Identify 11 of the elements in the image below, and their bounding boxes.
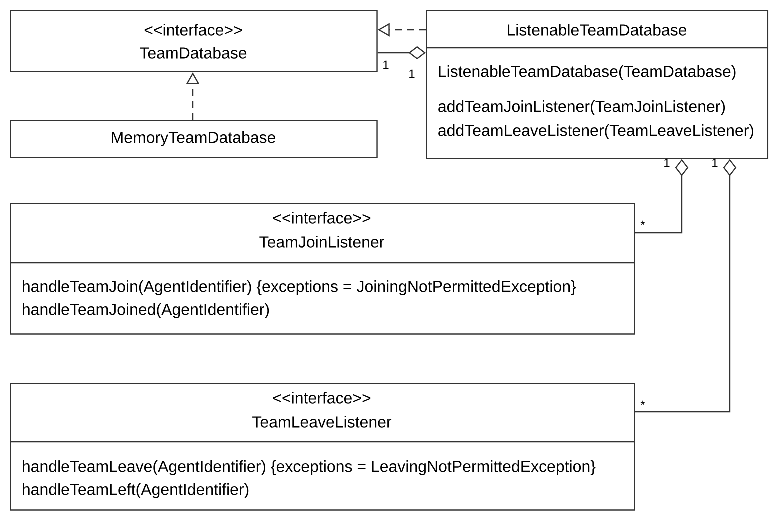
multiplicity-label: 1 — [410, 70, 415, 78]
class-box: ListenableTeamDatabase ListenableTeamDatabase(TeamDatabase) addTeamJoinListener(TeamJoinListener) addTeamLeaveListener(TeamLeaveListener) — [426, 10, 769, 160]
multiplicity-label: 1 — [384, 60, 389, 70]
multiplicity-label: * — [640, 220, 646, 226]
interface-box: <<interface>> TeamDatabase — [10, 10, 378, 73]
multiplicity-label: 1 — [664, 158, 670, 168]
interface-box: <<interface>> TeamLeaveListener handleTeamLeave(AgentIdentifier) {exceptions = LeavingNotPermittedException} handleTeamLeft(AgentIdentifier) — [10, 382, 636, 511]
interface-box: <<interface>> TeamJoinListener handleTeamJoin(AgentIdentifier) {exceptions = JoiningNotPermittedException} handleTeamJoined(AgentIdentifier) — [10, 203, 636, 335]
multiplicity-label: * — [640, 400, 646, 406]
multiplicity-label: 1 — [712, 158, 718, 168]
class-box: MemoryTeamDatabase — [10, 120, 378, 159]
